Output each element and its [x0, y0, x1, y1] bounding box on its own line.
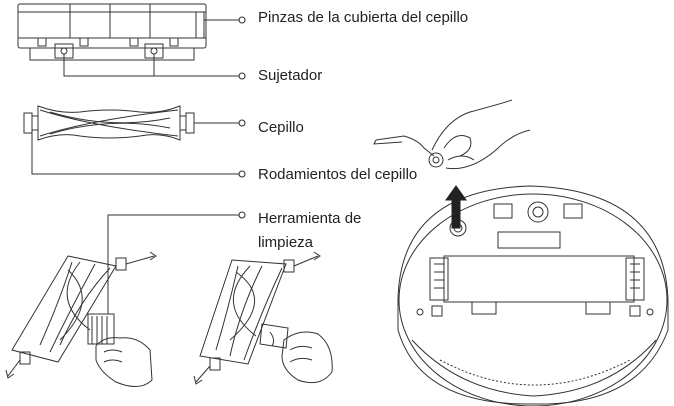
- label-rodamientos: Rodamientos del cepillo: [258, 166, 418, 183]
- cepillo-leader: [194, 119, 246, 127]
- cleaning-scene-2: [193, 251, 333, 385]
- herramienta-leader: [107, 211, 246, 314]
- hand-with-cover: [373, 99, 531, 170]
- sujetador-leader: [63, 54, 246, 80]
- label-herramienta-line1: Herramienta de: [258, 210, 362, 227]
- brush-cover-drawing: [17, 3, 207, 61]
- rodamientos-leader: [31, 133, 246, 178]
- label-cepillo: Cepillo: [258, 119, 304, 136]
- brush-drawing: [23, 105, 195, 141]
- label-herramienta-line2: limpieza: [258, 234, 314, 251]
- label-sujetador: Sujetador: [258, 67, 323, 84]
- robot-vacuum-drawing: [397, 185, 669, 406]
- label-pinzas: Pinzas de la cubierta del cepillo: [258, 9, 469, 26]
- pinzas-leader: [204, 16, 246, 24]
- cleaning-scene-1: [5, 251, 157, 387]
